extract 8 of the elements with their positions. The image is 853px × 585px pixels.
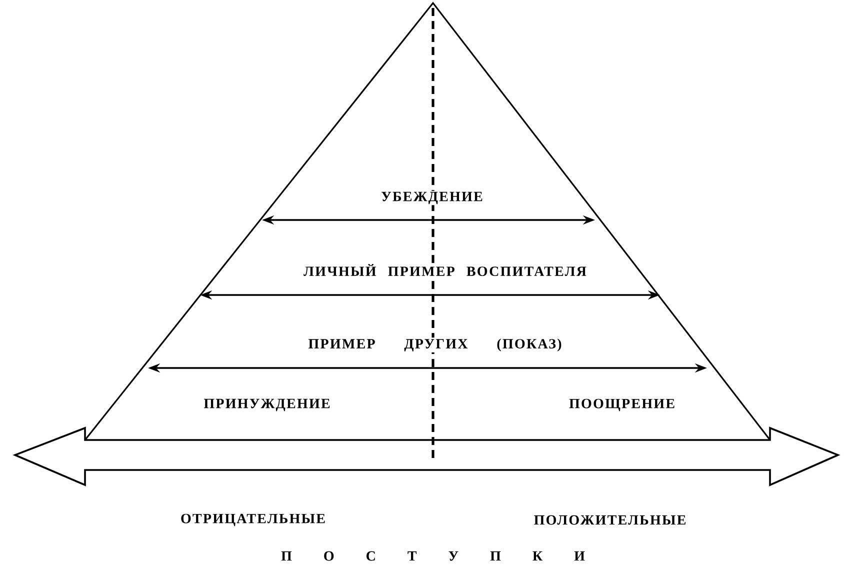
text-label: ЛИЧНЫЙ ПРИМЕР ВОСПИТАТЕЛЯ: [302, 262, 588, 278]
text-label: ОТРИЦАТЕЛЬНЫЕ: [180, 512, 327, 528]
text-label: ПРИНУЖДЕНИЕ: [202, 398, 332, 412]
text-label: П О С Т У П К И: [280, 550, 586, 562]
text-label: ПОЛОЖИТЕЛЬНЫЕ: [532, 514, 688, 526]
text-label: ПРИМЕР ДРУГИХ (ПОКАЗ): [307, 338, 563, 352]
text-label: УБЕЖДЕНИЕ: [380, 190, 484, 206]
text-label: ПООЩРЕНИЕ: [568, 398, 676, 412]
